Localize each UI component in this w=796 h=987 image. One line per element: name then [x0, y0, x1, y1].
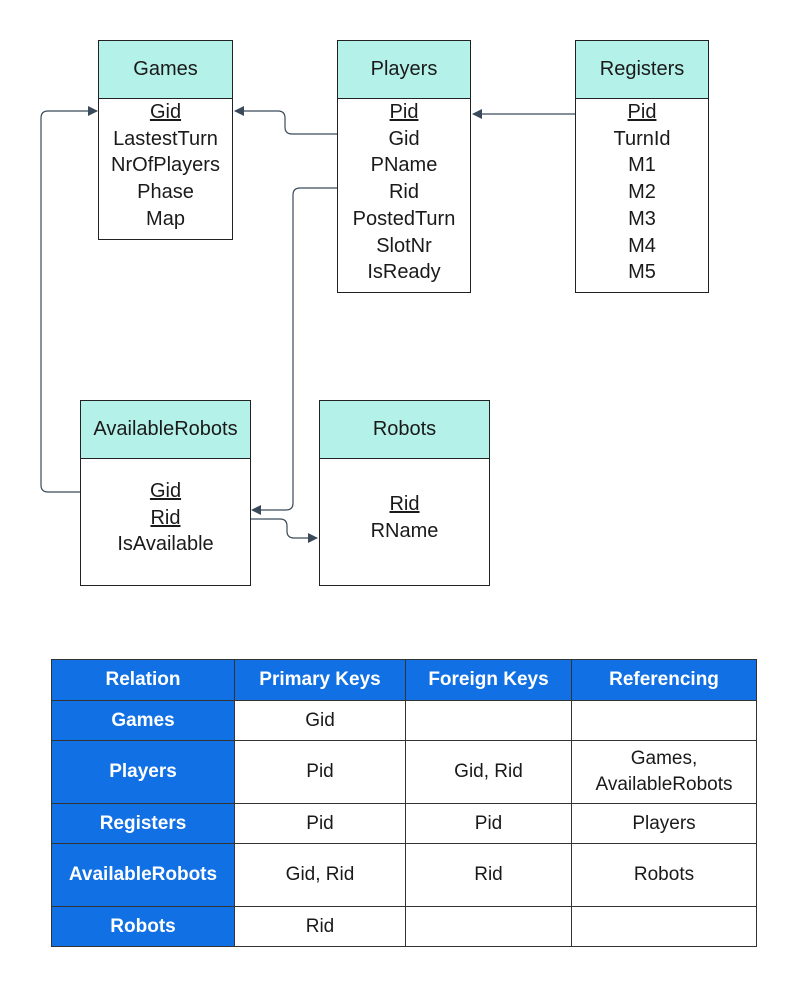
- attribute: PostedTurn: [352, 207, 456, 230]
- attribute-list: Rid RName: [320, 491, 489, 544]
- relation-cell: Players: [51, 740, 235, 804]
- foreign-keys-cell: Pid: [405, 803, 572, 844]
- attribute: M5: [628, 261, 656, 284]
- attribute: Rid: [388, 181, 419, 204]
- entity-availablerobots: AvailableRobots Gid Rid IsAvailable: [80, 400, 251, 586]
- attribute: LastestTurn: [113, 127, 218, 150]
- attribute-list: Pid TurnId M1 M2 M3 M4 M5: [576, 99, 708, 286]
- table-row: Robots Rid: [51, 906, 757, 947]
- attribute-primary-key: Gid: [149, 101, 182, 123]
- relation-cell: Games: [51, 700, 235, 741]
- table-row: Players Pid Gid, Rid Games, AvailableRob…: [51, 740, 757, 804]
- entity-title: AvailableRobots: [81, 401, 250, 459]
- attribute: SlotNr: [376, 234, 432, 257]
- attribute-primary-key: Rid: [150, 506, 181, 529]
- attribute: RName: [370, 519, 439, 542]
- primary-keys-cell: Gid, Rid: [234, 843, 406, 907]
- entity-registers: Registers Pid TurnId M1 M2 M3 M4 M5: [575, 40, 709, 293]
- relation-cell: AvailableRobots: [51, 843, 235, 907]
- attribute-primary-key: Gid: [149, 480, 182, 502]
- attribute: IsReady: [367, 261, 441, 284]
- attribute-list: Pid Gid PName Rid PostedTurn SlotNr IsRe…: [338, 99, 470, 286]
- primary-keys-cell: Pid: [234, 803, 406, 844]
- table-row: AvailableRobots Gid, Rid Rid Robots: [51, 843, 757, 907]
- attribute-primary-key: Rid: [389, 493, 420, 515]
- link-players-gid-to-games: [234, 106, 338, 135]
- column-header-referencing: Referencing: [571, 659, 757, 701]
- entity-robots: Robots Rid RName: [319, 400, 490, 586]
- attribute: NrOfPlayers: [111, 154, 220, 177]
- entity-title: Robots: [320, 401, 489, 459]
- referencing-cell: [571, 700, 757, 741]
- foreign-keys-cell: Gid, Rid: [405, 740, 572, 804]
- attribute: Map: [146, 207, 185, 230]
- foreign-keys-cell: [405, 700, 572, 741]
- link-players-rid-to-availablerobots: [251, 187, 338, 515]
- primary-keys-cell: Gid: [234, 700, 406, 741]
- keys-table: Relation Primary Keys Foreign Keys Refer…: [51, 659, 757, 947]
- column-header-foreign-keys: Foreign Keys: [405, 659, 572, 701]
- attribute: Gid: [388, 127, 420, 150]
- primary-keys-cell: Rid: [234, 906, 406, 947]
- entity-players: Players Pid Gid PName Rid PostedTurn Slo…: [337, 40, 471, 293]
- entity-games: Games Gid LastestTurn NrOfPlayers Phase …: [98, 40, 233, 240]
- attribute-list: Gid LastestTurn NrOfPlayers Phase Map: [99, 99, 232, 233]
- entity-title: Players: [338, 41, 470, 99]
- table-row: Games Gid: [51, 700, 757, 741]
- referencing-cell: Robots: [571, 843, 757, 907]
- attribute: PName: [370, 154, 438, 177]
- primary-keys-cell: Pid: [234, 740, 406, 804]
- foreign-keys-cell: Rid: [405, 843, 572, 907]
- attribute: Phase: [137, 181, 194, 204]
- attribute: M4: [628, 234, 656, 257]
- referencing-cell: [571, 906, 757, 947]
- entity-title: Games: [99, 41, 232, 99]
- attribute: IsAvailable: [117, 533, 214, 556]
- relation-cell: Robots: [51, 906, 235, 947]
- link-availablerobots-gid-to-games: [40, 106, 98, 493]
- attribute: M1: [628, 154, 656, 177]
- attribute: M2: [628, 181, 656, 204]
- referencing-cell: Players: [571, 803, 757, 844]
- attribute: M3: [628, 207, 656, 230]
- attribute-primary-key: Pid: [389, 101, 419, 123]
- entity-title: Registers: [576, 41, 708, 99]
- table-row: Registers Pid Pid Players: [51, 803, 757, 844]
- referencing-cell: Games, AvailableRobots: [571, 740, 757, 804]
- foreign-keys-cell: [405, 906, 572, 947]
- link-availablerobots-rid-to-robots: [250, 518, 318, 543]
- column-header-primary-keys: Primary Keys: [234, 659, 406, 701]
- table-header-row: Relation Primary Keys Foreign Keys Refer…: [51, 659, 757, 701]
- attribute-primary-key: Pid: [627, 101, 657, 123]
- attribute-list: Gid Rid IsAvailable: [81, 478, 250, 558]
- column-header-relation: Relation: [51, 659, 235, 701]
- attribute: TurnId: [613, 127, 671, 150]
- relation-cell: Registers: [51, 803, 235, 844]
